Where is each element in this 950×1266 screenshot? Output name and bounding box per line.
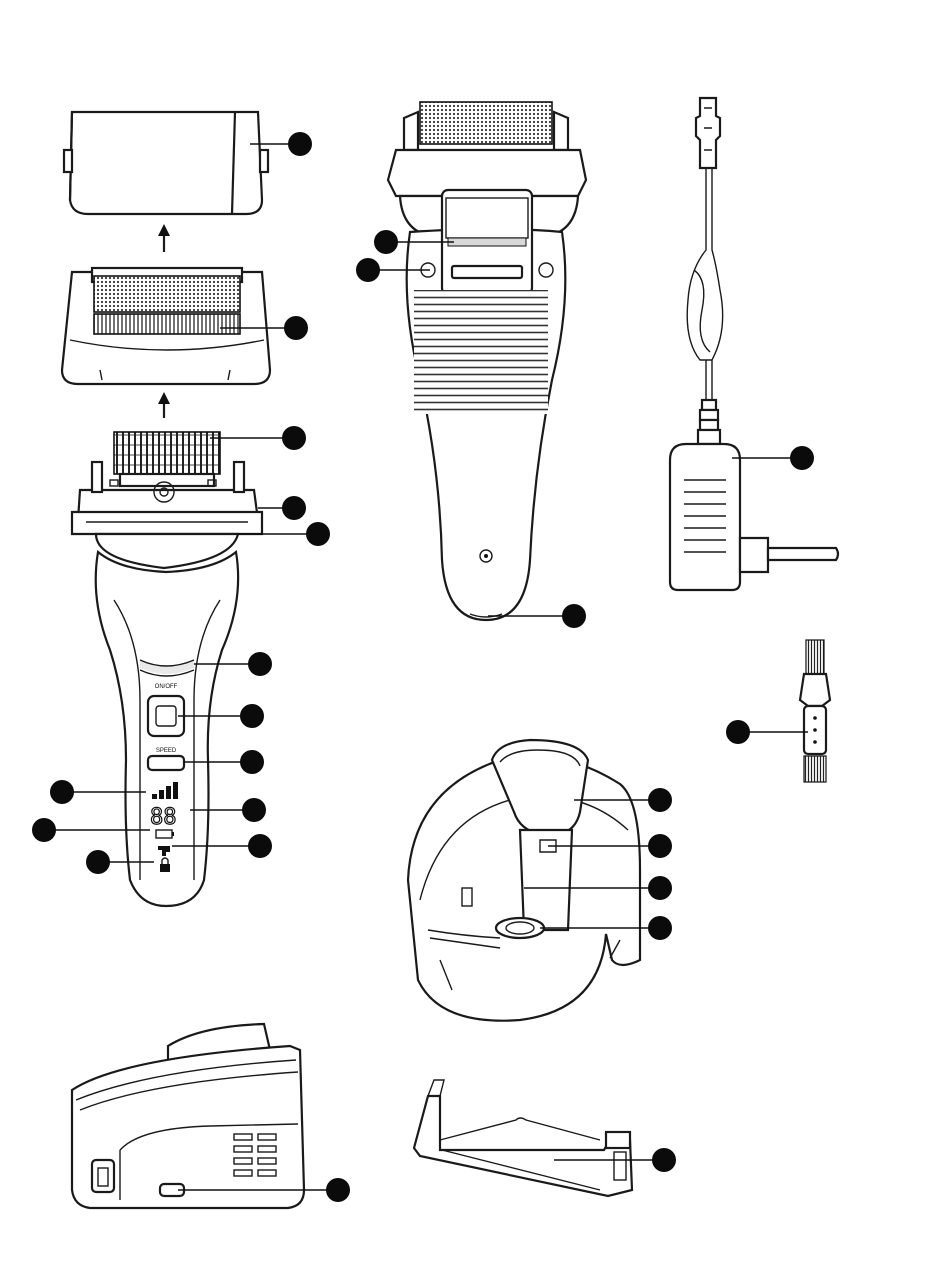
callout-marker — [652, 1148, 676, 1172]
callout-marker — [648, 834, 672, 858]
speed-label: SPEED — [156, 748, 177, 754]
callout-marker — [562, 604, 586, 628]
callouts-charger — [732, 446, 814, 470]
callout-marker — [648, 916, 672, 940]
callout-marker — [248, 834, 272, 858]
callout-marker — [248, 652, 272, 676]
callout-marker — [242, 798, 266, 822]
speed-display: 88 — [150, 805, 177, 830]
shaver-back-view — [388, 102, 586, 620]
cutter-blade — [114, 432, 220, 486]
callout-marker — [356, 258, 380, 282]
callout-marker — [86, 850, 110, 874]
on-off-label: ON/OFF — [155, 684, 178, 690]
callout-marker — [726, 720, 750, 744]
callouts-brush — [726, 720, 808, 744]
callout-marker — [282, 496, 306, 520]
up-arrow-icon — [158, 224, 170, 252]
callout-marker — [282, 426, 306, 450]
foil-frame — [62, 268, 270, 384]
callout-marker — [306, 522, 330, 546]
callout-marker — [374, 230, 398, 254]
cleaning-tray — [414, 1080, 632, 1196]
speed-button[interactable] — [148, 756, 184, 770]
callout-marker — [648, 876, 672, 900]
callout-marker — [288, 132, 312, 156]
protective-cap — [64, 112, 268, 214]
charger-adapter — [670, 98, 838, 590]
cleaning-brush — [800, 640, 830, 782]
callout-marker — [32, 818, 56, 842]
callout-marker — [648, 788, 672, 812]
callout-marker — [50, 780, 74, 804]
callout-marker — [284, 316, 308, 340]
callout-marker — [240, 704, 264, 728]
charging-stand — [408, 740, 640, 1021]
callout-marker — [326, 1178, 350, 1202]
callout-marker — [790, 446, 814, 470]
up-arrow-icon — [158, 392, 170, 418]
callout-marker — [240, 750, 264, 774]
stand-back-view — [72, 1024, 304, 1208]
